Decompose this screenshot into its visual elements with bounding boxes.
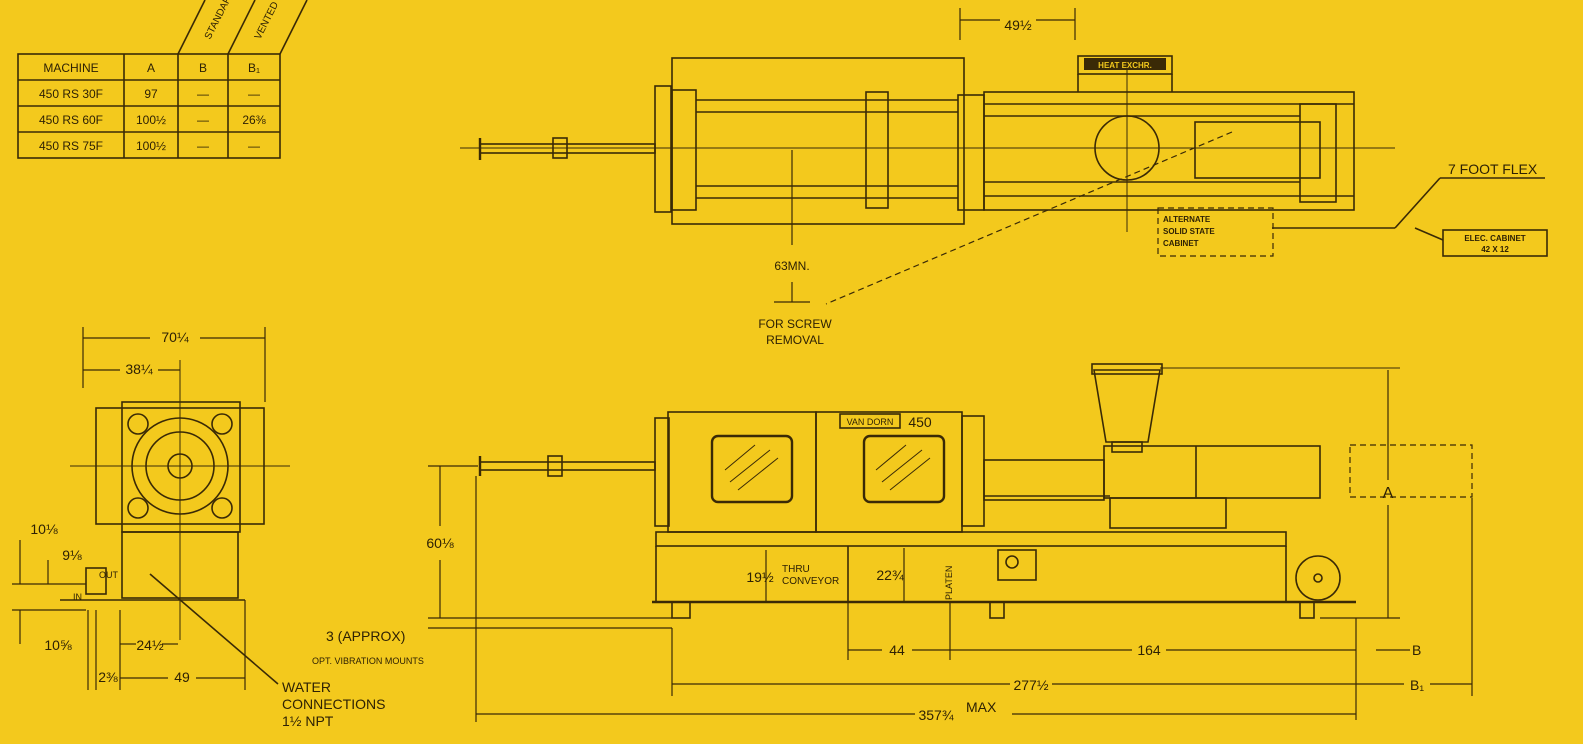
water-line1: WATER [282,679,331,695]
elec-cabinet-size: 42 X 12 [1481,245,1509,254]
dim-70: 70¼ [161,329,189,345]
table-cell: 450 RS 75F [39,139,103,153]
dim-44: 44 [889,642,905,658]
screw-removal-line2: REMOVAL [766,333,824,347]
dim-357: 357¾ [918,707,953,723]
col-header-machine: MACHINE [43,61,98,75]
screw-removal-line1: FOR SCREW [758,317,832,331]
col-header-b: B [199,61,207,75]
table-cell: — [248,87,260,101]
flex-label: 7 FOOT FLEX [1448,161,1538,177]
table-cell: 26⅜ [242,113,266,127]
dim-22: 22¾ [876,567,904,583]
dim-60: 60⅛ [426,535,454,551]
water-line2: CONNECTIONS [282,696,385,712]
vibration-mounts-label: OPT. VIBRATION MOUNTS [312,656,424,666]
dim-10-top: 10⅛ [30,521,58,537]
dim-164: 164 [1137,642,1161,658]
top-view: HEAT EXCHR. 49½ ALTERNATE SOLID STATE CA… [460,8,1548,347]
dim-49-top: 49½ [1004,17,1032,33]
dim-277: 277½ [1013,677,1048,693]
end-view: 70¼ 38¼ OUT IN 10⅛ 9⅛ 10⅝ 2 [12,327,385,729]
diag-label-standard: STANDARD [203,0,237,41]
table-cell: — [197,139,209,153]
table-cell: — [197,87,209,101]
approx-label: 3 (APPROX) [326,628,405,644]
in-label: IN [73,592,82,602]
table-cell: 97 [144,87,158,101]
heat-exchanger-label: HEAT EXCHR. [1098,61,1152,70]
dim-49-end: 49 [174,669,190,685]
elec-cabinet-label: ELEC. CABINET [1464,234,1525,243]
table-cell: 100½ [136,139,166,153]
table-cell: — [197,113,209,127]
dim-b-label: B [1412,642,1421,658]
dim-19: 19½ [746,569,774,585]
alt-cabinet-line2: SOLID STATE [1163,227,1215,236]
out-label: OUT [99,570,119,580]
dim-24: 24½ [136,637,164,653]
max-label: MAX [966,699,997,715]
model-number: 450 [908,414,932,430]
table-cell: — [248,139,260,153]
alt-cabinet-line3: CABINET [1163,239,1199,248]
platen-label: PLATEN [944,566,954,600]
dim-2: 2⅜ [98,669,118,685]
col-header-b1: B₁ [248,61,260,75]
spec-table: MACHINE A B B₁ STANDARD VENTED 450 RS 30… [17,0,308,159]
water-line3: 1½ NPT [282,713,334,729]
thru-line2: CONVEYOR [782,576,839,587]
dim-b1-label: B₁ [1410,677,1424,693]
thru-line1: THRU [782,564,810,575]
brand-plate: VAN DORN [847,417,894,427]
col-header-a: A [147,61,155,75]
dim-9: 9⅛ [62,547,82,563]
side-view: VAN DORN 450 A [312,363,1473,723]
table-cell: 100½ [136,113,166,127]
dim-a-label: A [1383,485,1394,502]
diag-label-vented: VENTED [253,0,281,41]
alt-cabinet-line1: ALTERNATE [1163,215,1211,224]
dim-38: 38¼ [125,361,153,377]
dim-10-bottom: 10⅝ [44,637,72,653]
table-cell: 450 RS 30F [39,87,103,101]
table-cell: 450 RS 60F [39,113,103,127]
dim-63-min: 63MN. [774,259,809,273]
